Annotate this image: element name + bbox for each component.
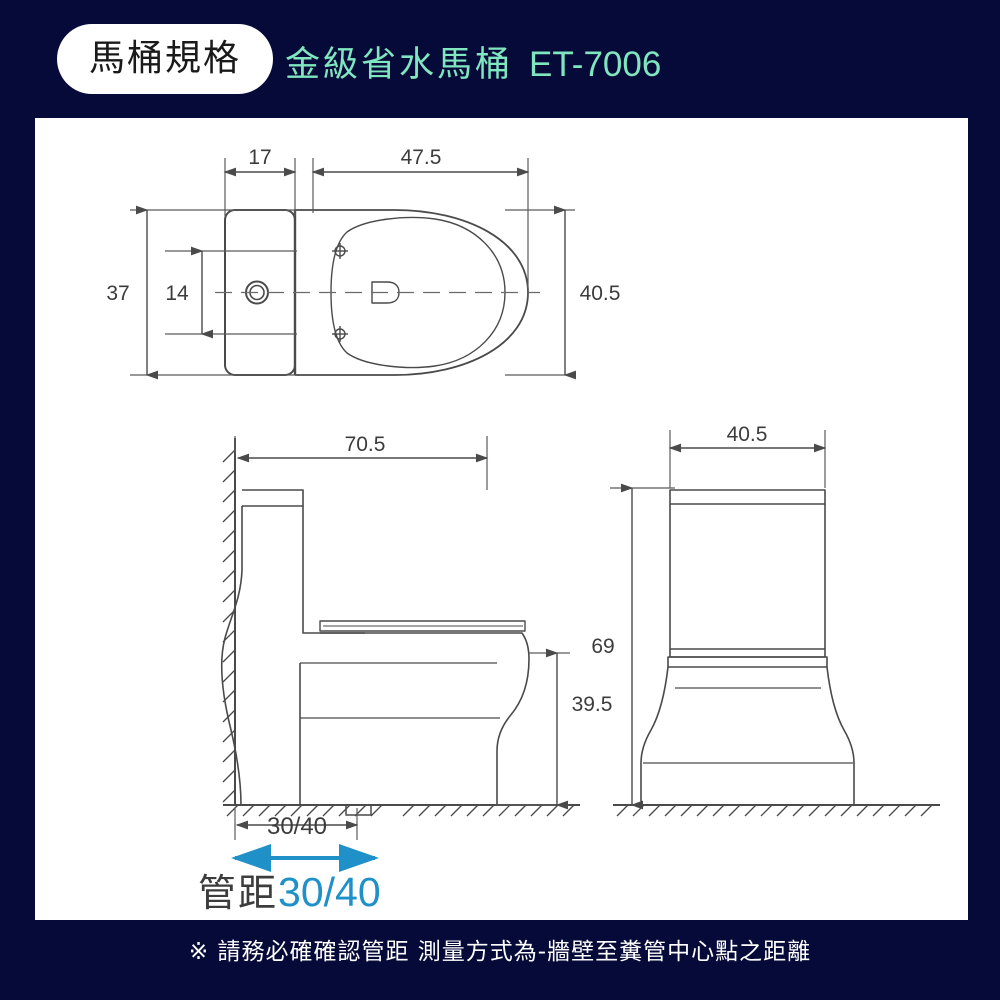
technical-drawing: 17 47.5 37 14 40.5 70.5 39.5 30/40 40.5 … [106,146,940,872]
pipe-distance-label: 管距 [198,871,279,915]
side-view-geometry [220,438,580,817]
footnote: ※ 請務必確確認管距 測量方式為-牆壁至糞管中心點之距離 [188,939,812,965]
dim-top-overall-width: 37 [106,282,129,305]
dim-top-bowl-length: 47.5 [401,146,442,169]
dim-top-body-width: 40.5 [580,282,621,305]
pipe-distance-caption: 管距30/40 [198,862,381,917]
product-title-group: 金級省水馬桶 ET-7006 [285,36,661,87]
dim-front-width: 40.5 [727,423,768,446]
front-view-geometry [613,489,940,817]
product-title: 金級省水馬桶 [285,45,514,85]
product-model: ET-7006 [529,45,662,84]
top-view-geometry [215,209,540,376]
drawing-panel [35,118,968,920]
dim-top-inner-width: 14 [165,282,189,305]
spec-badge: 馬桶規格 [57,24,273,94]
dim-side-overall-length: 70.5 [345,433,386,456]
dim-front-height: 69 [591,635,614,658]
dim-side-rough-in: 30/40 [267,813,327,840]
dim-side-seat-height: 39.5 [572,693,613,716]
pipe-distance-value: 30/40 [278,869,381,915]
dim-top-tank-depth: 17 [248,146,271,169]
header-bar: 馬桶規格 金級省水馬桶 ET-7006 [0,0,1000,118]
spec-badge-label: 馬桶規格 [88,38,241,79]
